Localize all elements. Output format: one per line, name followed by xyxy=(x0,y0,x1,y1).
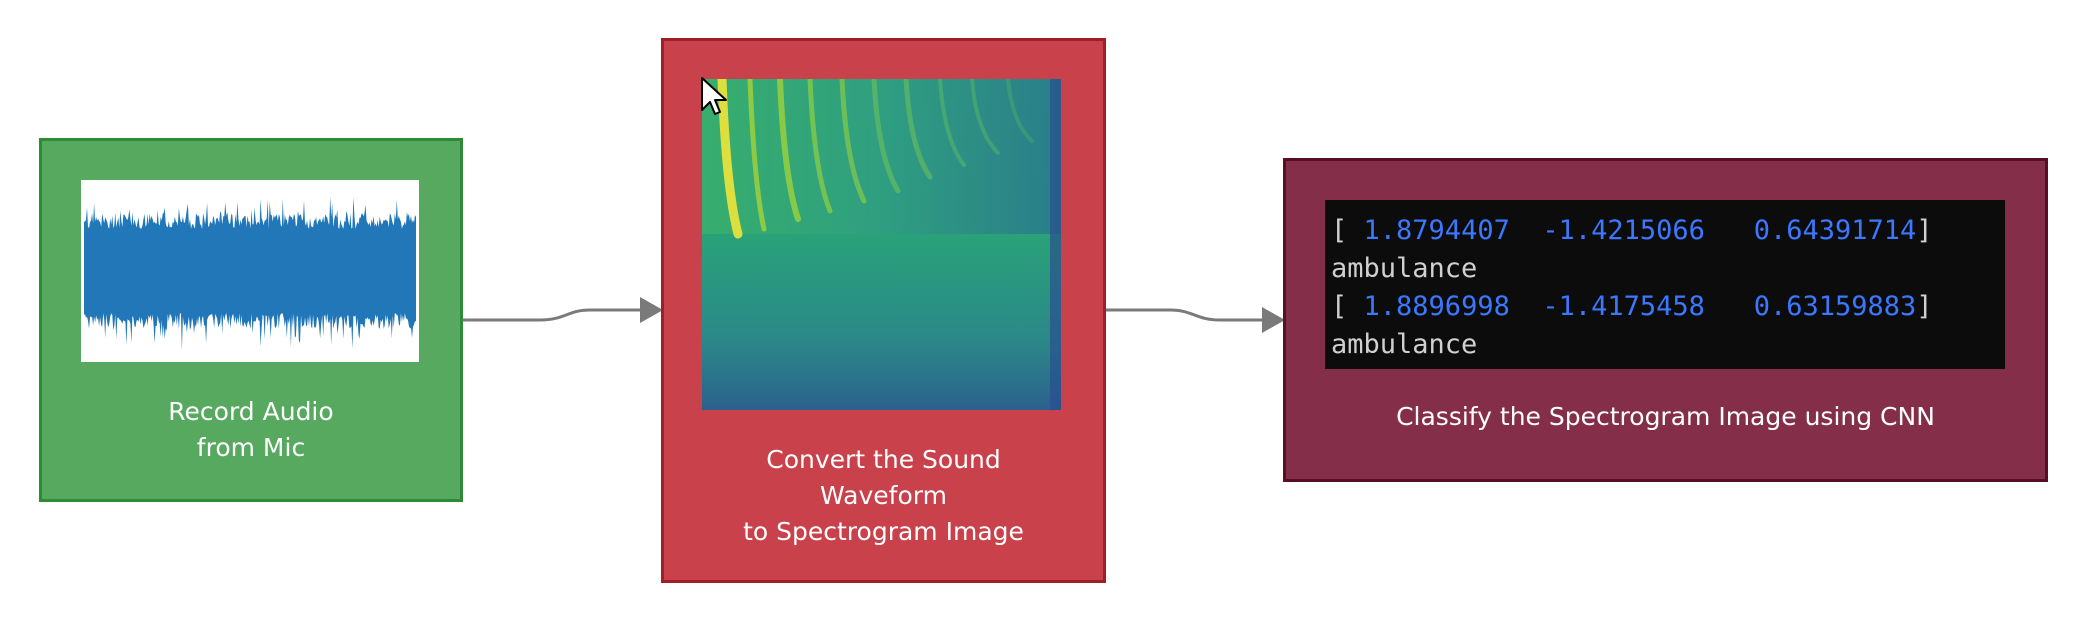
bracket-close: ] xyxy=(1916,215,1933,246)
waveform-shape xyxy=(84,196,416,351)
audio-waveform xyxy=(81,180,419,362)
bracket-open: [ xyxy=(1331,291,1348,322)
step-record-audio: Record Audio from Mic xyxy=(39,138,463,502)
terminal-label-line: ambulance xyxy=(1331,326,2005,364)
arrowhead-icon xyxy=(1262,307,1285,333)
harmonic-streak xyxy=(903,76,933,180)
score-value: 1.8794407 xyxy=(1363,215,1510,246)
score-value: -1.4175458 xyxy=(1542,291,1705,322)
arrowhead-icon xyxy=(640,297,663,323)
harmonic-streak xyxy=(717,74,743,239)
terminal-score-line: [ 1.8896998 -1.4175458 0.63159883] xyxy=(1331,288,2005,326)
terminal-label-line: ambulance xyxy=(1331,250,2005,288)
spectrogram-image xyxy=(702,74,1061,410)
harmonic-streak xyxy=(970,77,1000,155)
spectrogram-harmonics xyxy=(717,74,1034,239)
harmonic-streak xyxy=(777,76,801,222)
connector-record-to-convert xyxy=(463,308,640,322)
harmonic-streak xyxy=(938,77,966,167)
harmonic-streak xyxy=(871,76,901,194)
score-value: 0.64391714 xyxy=(1753,215,1917,246)
harmonic-streak xyxy=(839,76,867,204)
bracket-open: [ xyxy=(1331,215,1348,246)
predicted-class-label: ambulance xyxy=(1331,253,1478,284)
predicted-class-label: ambulance xyxy=(1331,329,1478,360)
score-value: -1.4215066 xyxy=(1542,215,1705,246)
step-classify-cnn: [ 1.8794407 -1.4215066 0.64391714]ambula… xyxy=(1283,158,2048,482)
terminal-output: [ 1.8794407 -1.4215066 0.64391714]ambula… xyxy=(1325,200,2005,369)
bracket-close: ] xyxy=(1916,291,1933,322)
harmonic-streak xyxy=(1006,77,1034,143)
step-caption: Record Audio from Mic xyxy=(168,397,334,462)
step-convert-spectrogram: Convert the Sound Waveform to Spectrogra… xyxy=(661,38,1106,583)
score-value: 0.63159883 xyxy=(1753,291,1917,322)
waveform-plot xyxy=(84,196,416,351)
step-caption: Convert the Sound Waveform to Spectrogra… xyxy=(743,445,1024,546)
harmonic-streak xyxy=(747,76,767,232)
score-value: 1.8896998 xyxy=(1363,291,1510,322)
step-caption: Classify the Spectrogram Image using CNN xyxy=(1396,402,1935,431)
mouse-pointer-icon xyxy=(701,77,727,115)
harmonic-streak xyxy=(807,76,833,214)
spectrogram-plot xyxy=(702,74,1061,410)
terminal-score-line: [ 1.8794407 -1.4215066 0.64391714] xyxy=(1331,212,2005,250)
connector-convert-to-classify xyxy=(1106,308,1262,322)
